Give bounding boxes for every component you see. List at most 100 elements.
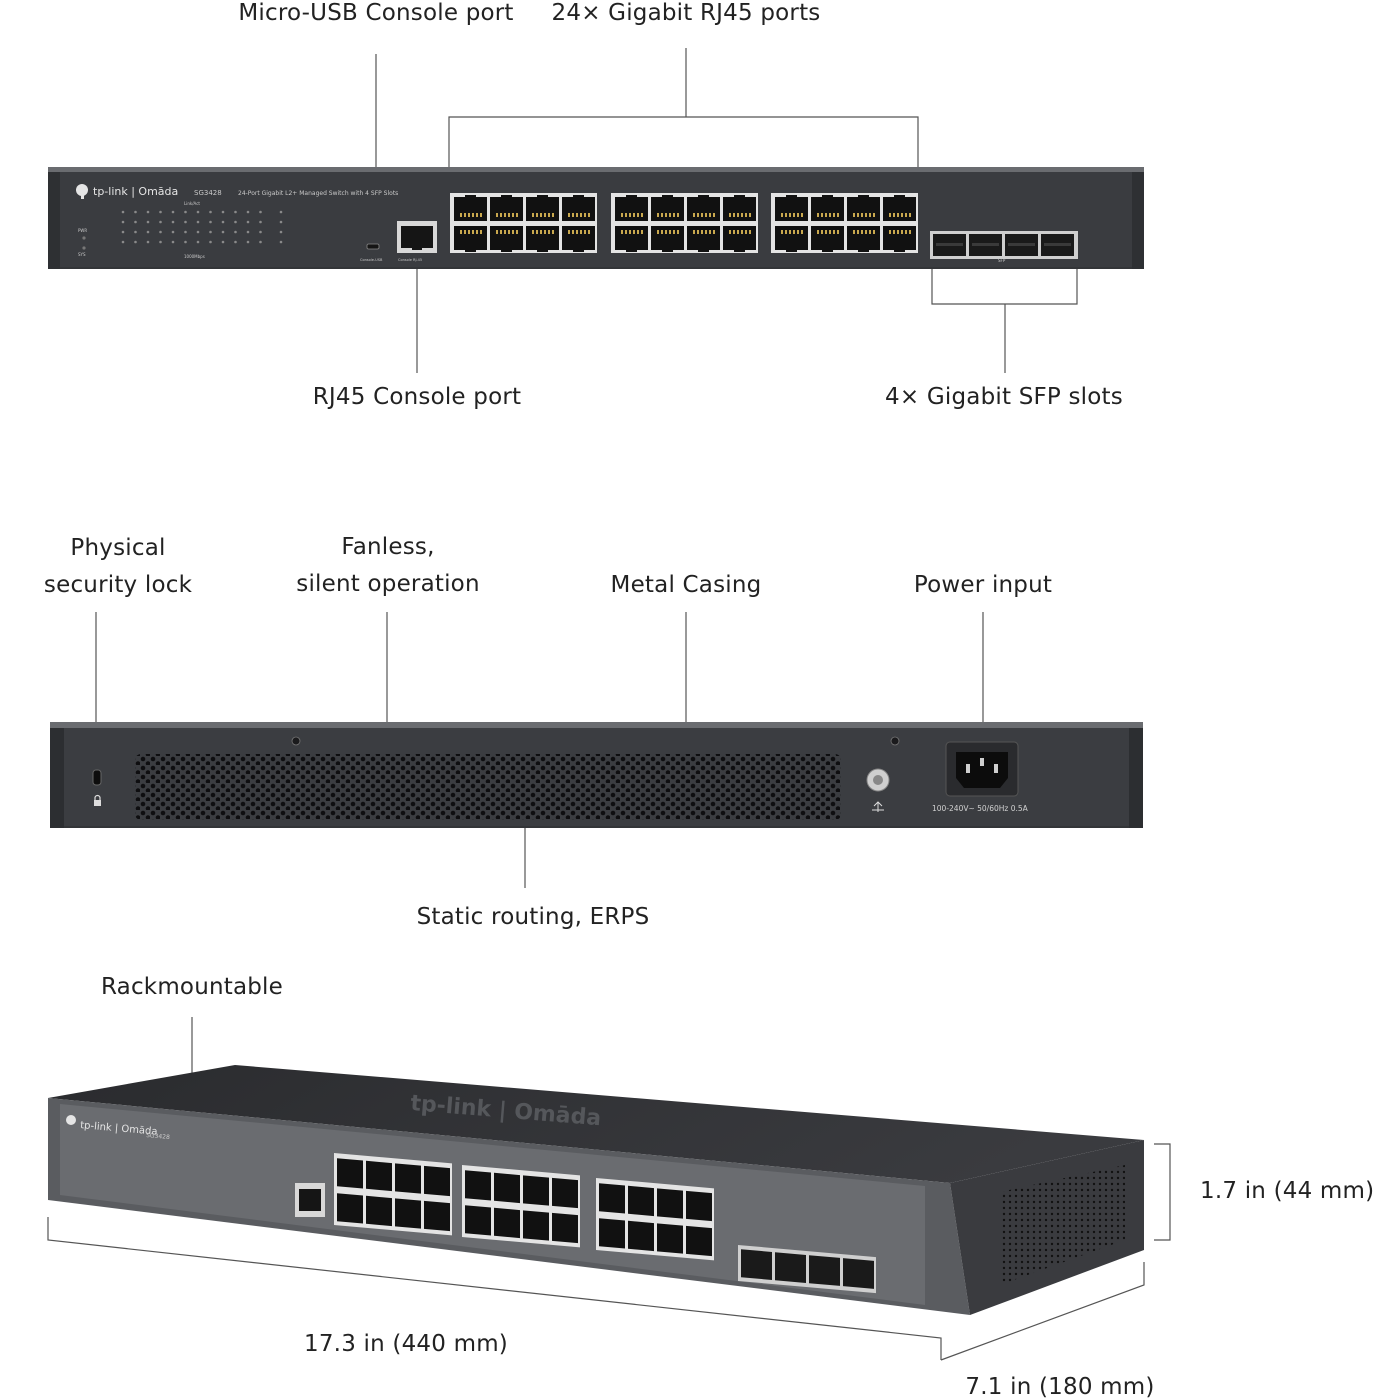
security-lock-label: Physical security lock: [44, 530, 192, 604]
iso-logo-icon: [66, 1115, 76, 1125]
port-led: [134, 220, 137, 224]
port-led: [171, 210, 175, 214]
port-led: [184, 210, 187, 214]
rj45-port: [687, 195, 720, 221]
fanless-label: Fanless, silent operation: [296, 529, 479, 603]
pwr-led: [82, 236, 86, 240]
rj45-port: [615, 226, 648, 252]
port-led: [209, 240, 212, 244]
port-led: [246, 220, 250, 224]
rj45-port: [490, 226, 523, 252]
rj45-port: [847, 195, 880, 221]
port-led: [171, 230, 175, 234]
front-description: 24-Port Gigabit L2+ Managed Switch with …: [238, 190, 398, 197]
port-led: [121, 210, 125, 214]
sfp-slots-label: 4× Gigabit SFP slots: [885, 384, 1123, 410]
sfp-led: [279, 220, 283, 224]
iso-rj45-port: [395, 1198, 421, 1229]
rj45-port: [687, 226, 720, 252]
iso-top-surface: [48, 1065, 1144, 1183]
port-led: [159, 230, 162, 234]
port-led: [184, 240, 187, 244]
rj45-port: [723, 226, 756, 252]
iso-rj45-block: [334, 1153, 452, 1236]
iso-rj45-port: [657, 1188, 683, 1219]
port-led: [121, 240, 125, 244]
rj45-port: [526, 226, 559, 252]
sfp-text: SFP: [998, 258, 1006, 263]
port-led: [234, 240, 237, 244]
rj45-port: [775, 195, 808, 221]
height-dimension-label: 1.7 in (44 mm): [1200, 1178, 1375, 1204]
port-led: [209, 210, 212, 214]
iso-rj45-port: [552, 1177, 578, 1209]
rj45-port: [847, 226, 880, 252]
rj45-port: [651, 195, 684, 221]
console-usb-text: Console-USB: [360, 258, 383, 262]
port-led: [159, 220, 162, 224]
port-led: [234, 210, 237, 214]
port-led: [134, 240, 137, 244]
iso-rj45-port: [552, 1212, 578, 1244]
rear-screw-left: [291, 736, 301, 746]
rj45-port: [723, 195, 756, 221]
port-led: [221, 210, 225, 214]
port-led: [171, 220, 175, 224]
iso-rj45-block: [462, 1165, 580, 1248]
iso-rj45-port: [523, 1210, 549, 1241]
security-lock-slot: [92, 769, 102, 786]
iso-rj45-port: [686, 1225, 712, 1257]
iso-rj45-port: [599, 1183, 625, 1214]
iso-sfp-slot: [809, 1255, 840, 1286]
rj45-port: [526, 195, 559, 221]
iso-rj45-port: [395, 1163, 421, 1194]
port-led: [146, 230, 150, 234]
port-led: [221, 220, 225, 224]
ventilation-grille: [135, 754, 841, 820]
port-led: [196, 220, 200, 224]
rj45-port: [562, 195, 595, 221]
port-led: [134, 210, 137, 214]
speed-label: 1000Mbps: [184, 254, 205, 259]
iso-sfp-slot: [843, 1258, 874, 1289]
port-led: [184, 220, 187, 224]
iso-sfp-slot: [741, 1249, 772, 1280]
port-led: [209, 230, 212, 234]
iso-rj45-port: [628, 1185, 654, 1217]
port-led: [246, 210, 250, 214]
port-led: [259, 240, 262, 244]
security-lock-label-line1: Physical: [70, 535, 166, 561]
fanless-label-line1: Fanless,: [341, 534, 435, 560]
rj45-port: [651, 226, 684, 252]
fanless-label-line2: silent operation: [296, 571, 480, 597]
port-led: [146, 210, 150, 214]
console-rj45-text: Console RJ-45: [398, 258, 422, 262]
rj45-port: [811, 226, 844, 252]
rj45-port: [454, 195, 487, 221]
rj45-port: [490, 195, 523, 221]
power-input-label: Power input: [913, 572, 1053, 598]
iso-rj45-port: [424, 1200, 450, 1232]
depth-dimension-label: 7.1 in (180 mm): [965, 1374, 1155, 1400]
iso-rj45-port: [337, 1193, 363, 1224]
port-led-grid: [121, 210, 283, 244]
iso-sfp-slots: [738, 1245, 876, 1294]
port-led: [146, 240, 150, 244]
iso-rj45-port: [337, 1158, 363, 1189]
ground-icon: [872, 801, 884, 812]
rj45-port: [811, 195, 844, 221]
iso-leader-lines: [47, 1017, 1171, 1361]
static-routing-label: Static routing, ERPS: [416, 904, 650, 930]
port-led: [146, 220, 150, 224]
rj45-port-blocks: [450, 193, 918, 253]
pwr-led-label: PWR: [78, 228, 87, 233]
port-led: [259, 230, 262, 234]
port-led: [209, 220, 212, 224]
rj45-port: [775, 226, 808, 252]
port-led: [171, 240, 175, 244]
iso-rj45-port: [599, 1218, 625, 1249]
port-led: [159, 240, 162, 244]
rj45-port: [615, 195, 648, 221]
rj45-port: [883, 226, 916, 252]
port-led: [196, 240, 200, 244]
